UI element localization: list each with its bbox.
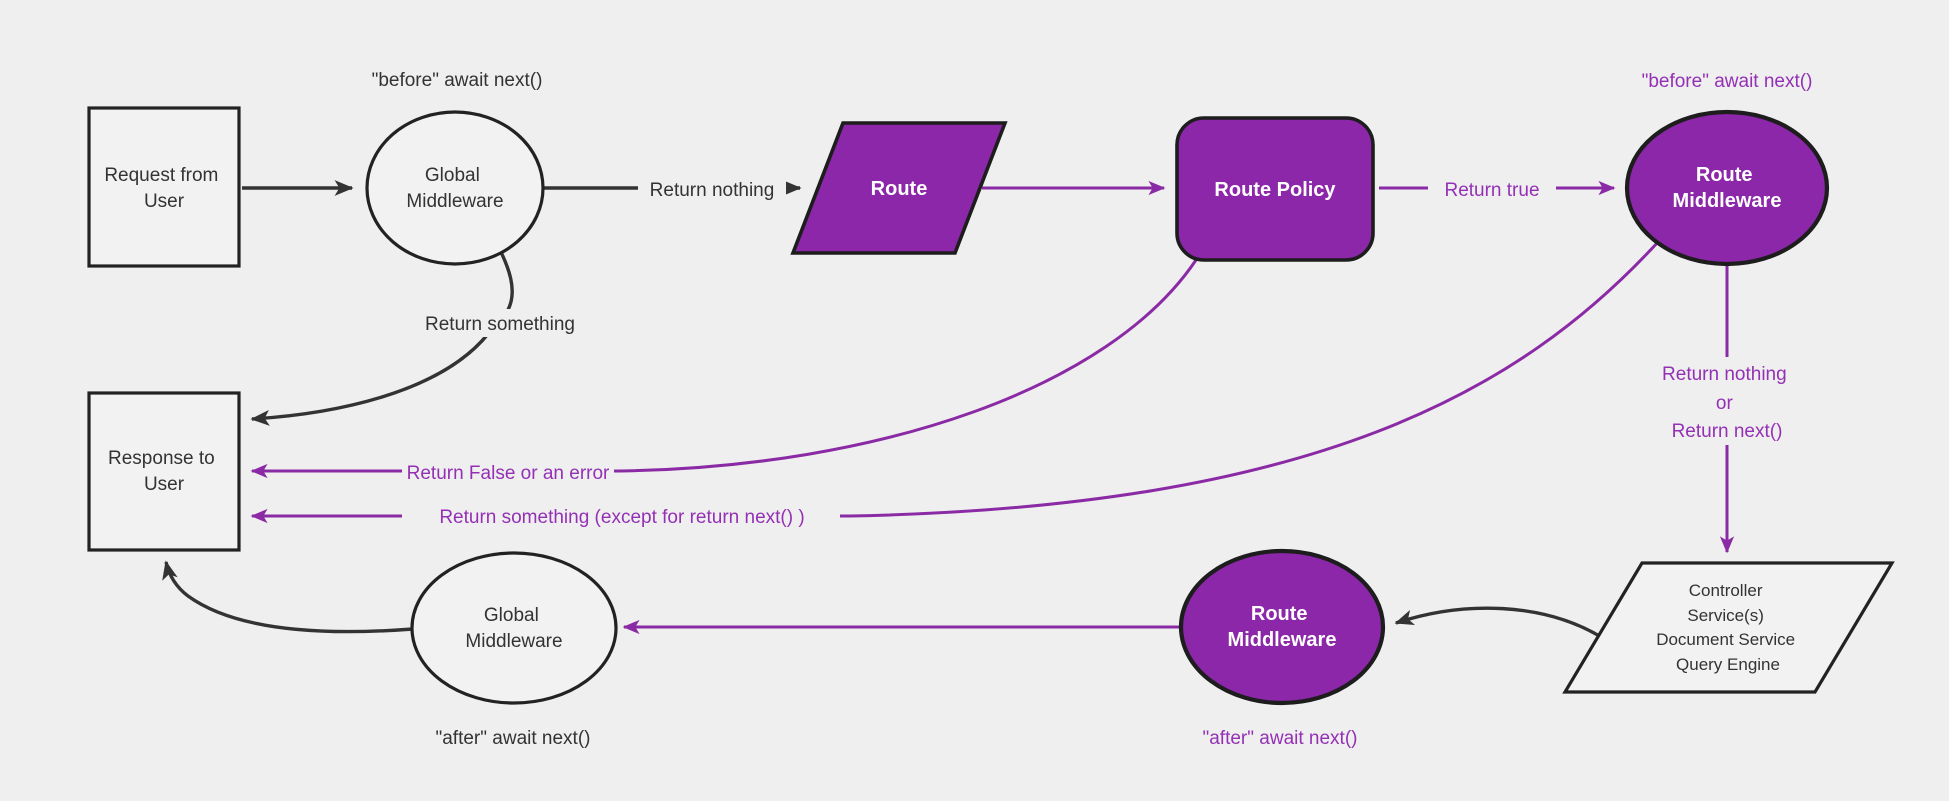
edge-controller-to-route-middleware-bottom bbox=[1394, 606, 1607, 642]
route-middleware-bottom-label: Route Middleware bbox=[1228, 603, 1337, 651]
edge-label-after-await-next-bottom-right: "after" await next() bbox=[1203, 728, 1358, 749]
node-response-to-user: Response to User bbox=[87, 391, 241, 552]
edge-label-return-false-or-error: Return False or an error bbox=[402, 459, 614, 485]
edge-label-before-await-next-right: "before" await next() bbox=[1642, 71, 1813, 92]
edge-label-return-true: Return true bbox=[1428, 174, 1556, 203]
global-middleware-top-ellipse bbox=[365, 110, 545, 266]
request-from-user-box bbox=[87, 106, 241, 268]
return-nothing-or-next-label-bg bbox=[1648, 357, 1806, 445]
edge-label-after-await-next-bottom-left: "after" await next() bbox=[436, 728, 591, 749]
edge-label-return-nothing: Return nothing bbox=[638, 174, 786, 203]
return-something-except-label-bg bbox=[402, 503, 840, 529]
after-await-next-right-text: "after" await next() bbox=[1203, 728, 1358, 749]
response-to-user-label: Response to User bbox=[108, 448, 220, 495]
global-middleware-top-label: Global Middleware bbox=[406, 165, 503, 212]
route-middleware-top-label: Route Middleware bbox=[1673, 164, 1782, 212]
return-false-text: Return False or an error bbox=[407, 463, 610, 484]
node-global-middleware-bottom: Global Middleware bbox=[410, 551, 618, 705]
global-middleware-bottom-ellipse bbox=[410, 551, 618, 705]
after-await-next-left-text: "after" await next() bbox=[436, 728, 591, 749]
before-await-next-top-text: "before" await next() bbox=[372, 70, 543, 91]
controller-services-parallelogram bbox=[1562, 561, 1895, 694]
edge-route-middleware-return-something bbox=[250, 240, 1660, 524]
return-something-label-bg bbox=[406, 309, 594, 337]
node-request-from-user: Request from User bbox=[87, 106, 241, 268]
response-to-user-box bbox=[87, 391, 241, 552]
route-label: Route bbox=[871, 178, 928, 200]
return-true-label-bg bbox=[1428, 174, 1556, 203]
global-middleware-bottom-label: Global Middleware bbox=[465, 605, 562, 652]
controller-services-label: Controller Service(s) Document Service Q… bbox=[1656, 581, 1800, 674]
return-nothing-label-bg bbox=[638, 174, 786, 203]
node-route: Route bbox=[790, 121, 1008, 255]
edge-label-return-nothing-or-next: Return nothing or Return next() bbox=[1648, 357, 1806, 445]
return-something-text: Return something bbox=[425, 314, 575, 335]
node-route-middleware-bottom: Route Middleware bbox=[1178, 548, 1386, 706]
return-nothing-text: Return nothing bbox=[650, 180, 775, 201]
return-true-text: Return true bbox=[1444, 180, 1539, 201]
edge-global-middleware-to-response bbox=[162, 560, 414, 634]
return-nothing-or-next-text: Return nothing or Return next() bbox=[1662, 364, 1792, 442]
route-policy-label: Route Policy bbox=[1214, 179, 1336, 201]
route-middleware-bottom-ellipse bbox=[1178, 548, 1386, 706]
before-await-next-right-text: "before" await next() bbox=[1642, 71, 1813, 92]
route-policy-box bbox=[1175, 116, 1375, 262]
return-false-label-bg bbox=[402, 459, 614, 485]
node-controller-services: Controller Service(s) Document Service Q… bbox=[1562, 561, 1895, 694]
edge-label-before-await-next-top: "before" await next() bbox=[372, 70, 543, 91]
node-global-middleware-top: Global Middleware bbox=[365, 110, 545, 266]
node-route-middleware-top: Route Middleware bbox=[1624, 109, 1830, 267]
node-route-policy: Route Policy bbox=[1175, 116, 1375, 262]
edge-route-policy-return-false bbox=[250, 259, 1198, 479]
request-from-user-label: Request from User bbox=[104, 165, 223, 212]
route-middleware-top-ellipse bbox=[1624, 109, 1830, 267]
edge-label-return-something: Return something bbox=[406, 309, 594, 337]
return-something-except-text: Return something (except for return next… bbox=[439, 507, 804, 528]
edge-label-return-something-except: Return something (except for return next… bbox=[402, 503, 840, 529]
route-parallelogram bbox=[790, 121, 1008, 255]
edge-global-middleware-return-something bbox=[250, 249, 514, 426]
